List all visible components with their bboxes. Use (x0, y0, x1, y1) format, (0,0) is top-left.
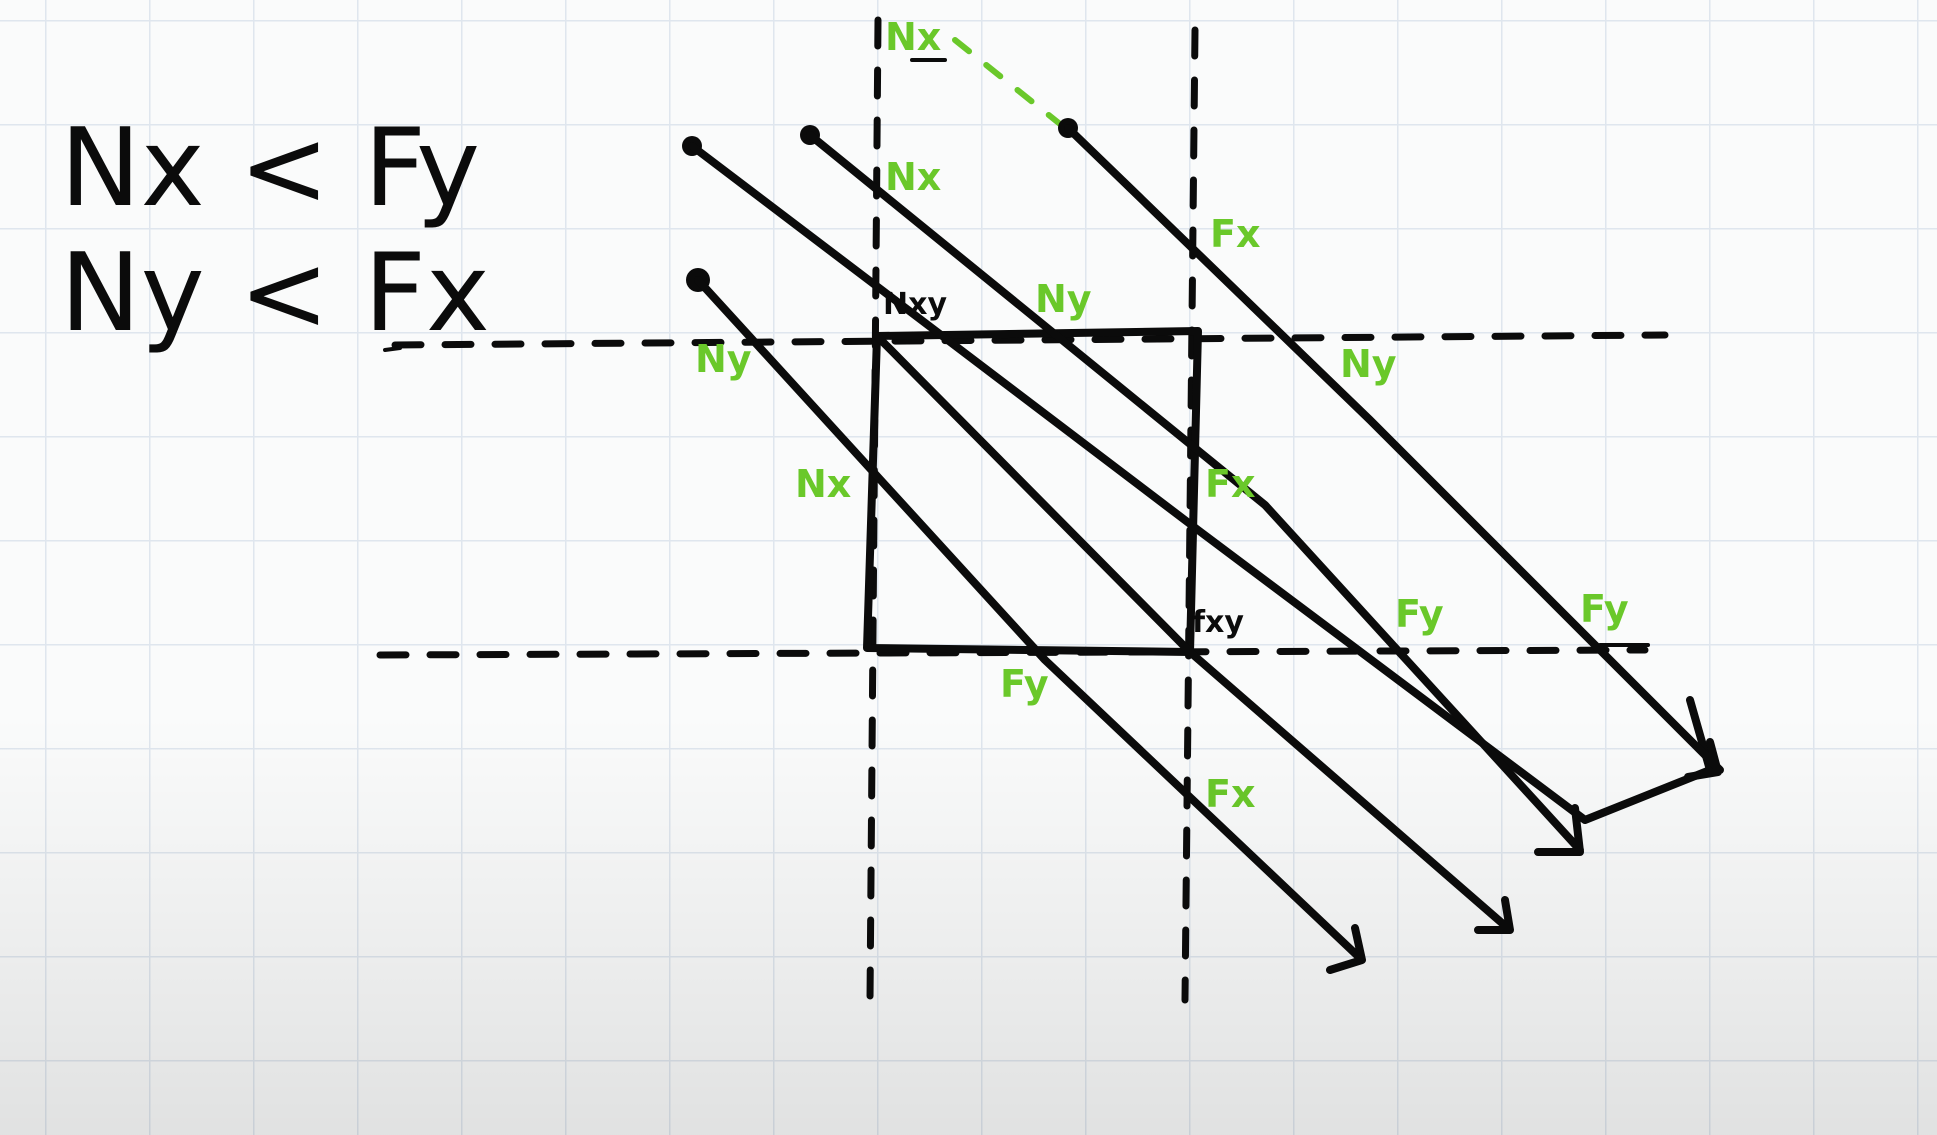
dashed-line-left (866, 16, 882, 1004)
corner-label-fxy: fxy (1192, 605, 1244, 640)
diagonal-line-3 (1058, 118, 1724, 781)
label-ny-right: Ny (1340, 342, 1397, 386)
label-nx-top-dashed: Nx (885, 15, 942, 59)
diagonal-line-4 (686, 268, 1366, 974)
label-nx-left-edge: Nx (795, 462, 852, 506)
label-fx-bottom: Fx (1205, 772, 1256, 816)
diagonal-line-1 (682, 136, 1714, 824)
diagonal-line-2 (800, 125, 1584, 856)
label-ny-top-edge: Ny (1035, 277, 1092, 321)
label-ny-left-start: Ny (695, 337, 752, 381)
diagonal-line-5 (873, 332, 1514, 934)
dashed-line-bottom (376, 646, 1649, 659)
green-dashed-line (952, 37, 1068, 131)
label-fy-bottom-edge: Fy (1000, 662, 1049, 706)
fx-underline (383, 346, 402, 352)
condition-line-2: Ny < Fx (60, 231, 490, 356)
condition-line-1: Nx < Fy (60, 106, 480, 231)
label-fy-right-1: Fy (1395, 592, 1444, 636)
dashed-line-top (391, 331, 1669, 349)
corner-label-nxy: Nxy (883, 287, 948, 322)
label-fy-right-2: Fy (1580, 587, 1629, 631)
dashed-line-right (1181, 26, 1199, 1004)
label-fx-top-right: Fx (1210, 212, 1261, 256)
label-nx-top: Nx (885, 155, 942, 199)
label-fx-right-edge: Fx (1205, 462, 1256, 506)
